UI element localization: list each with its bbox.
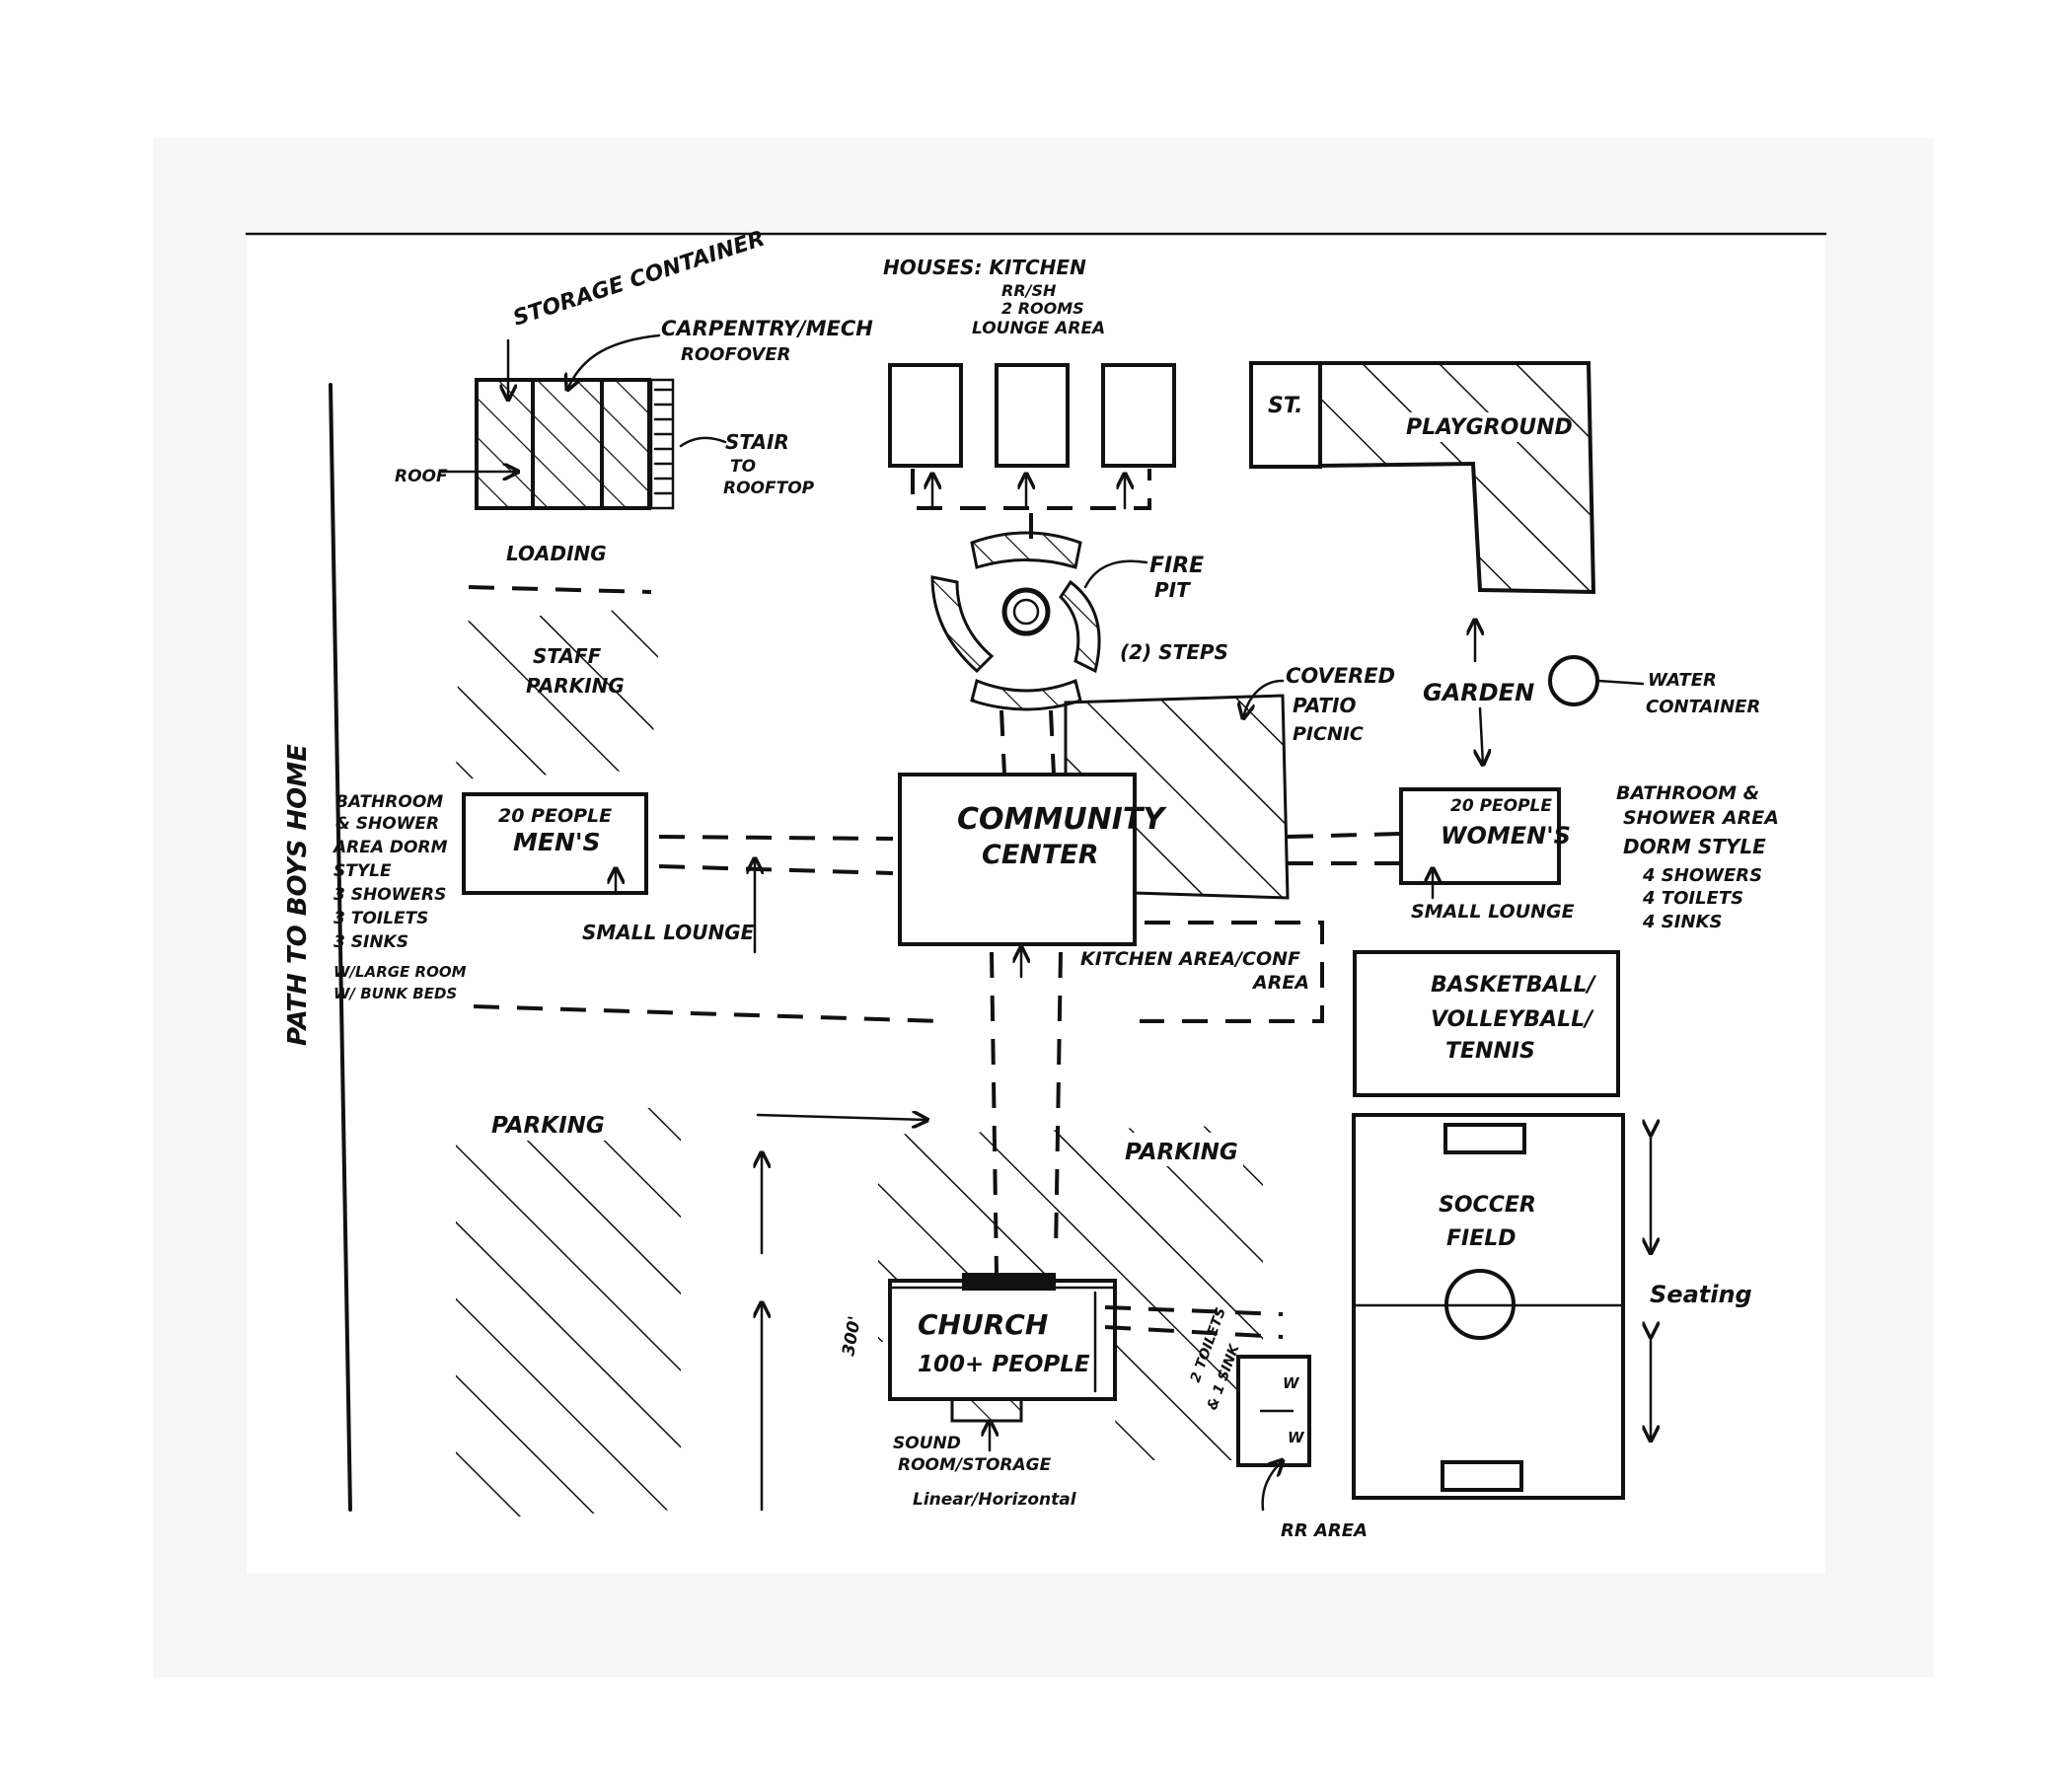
sound-room [950,1397,1023,1423]
patio-label-2: PATIO [1293,694,1356,717]
garden-label: GARDEN [1423,679,1534,706]
small-lounge-left: SMALL LOUNGE [582,921,755,944]
houses-label-2: RR/SH [1001,281,1057,300]
path-line [329,383,352,1512]
linear-label: Linear/Horizontal [913,1490,1077,1510]
kitchen-label-2: AREA [1251,972,1309,994]
small-lounge-right: SMALL LOUNGE [1411,901,1575,923]
mens-note-4: STYLE [333,861,392,881]
mens-note-5: 3 SHOWERS [333,885,446,905]
kitchen-label-1: KITCHEN AREA/CONF [1080,948,1300,970]
staff-parking-label-2: PARKING [526,674,625,698]
courts-label-1: BASKETBALL/ [1431,973,1597,998]
seating-label: Seating [1650,1281,1752,1308]
fire-pit-label-1: FIRE [1149,554,1204,578]
storage-container-label: STORAGE CONTAINER [510,227,768,332]
loading-label: LOADING [506,542,607,565]
fire-pit-label-2: PIT [1154,578,1191,602]
soccer-label-2: FIELD [1446,1226,1517,1251]
st-building [1249,361,1322,469]
path-label: PATH TO BOYS HOME [283,744,313,1046]
house-2 [995,363,1070,468]
courts-label-2: VOLLEYBALL/ [1431,1007,1594,1032]
house-1 [888,363,963,468]
community-center-label-2: CENTER [982,840,1099,870]
main-walkway [473,1004,943,1023]
church-dimension: 300' [839,1314,865,1358]
house-3 [1101,363,1176,468]
womens-note-3: DORM STYLE [1623,835,1766,858]
playground-area [1318,361,1596,595]
mens-note-3: AREA DORM [332,838,448,857]
storage-carpentry-block [475,378,675,510]
mens-note-7: 3 SINKS [333,932,408,952]
goal-top [1443,1123,1526,1154]
mens-note-2: & SHOWER [335,814,439,834]
womens-label: WOMEN'S [1441,822,1571,850]
rr-area-label: RR AREA [1281,1520,1368,1541]
st-label: ST. [1268,394,1302,418]
rr-w-bottom: W [1288,1429,1305,1446]
goal-bottom [1441,1460,1523,1492]
steps-label: (2) STEPS [1120,640,1228,664]
womens-note-5: 4 TOILETS [1642,888,1743,909]
houses-label-3: 2 ROOMS [1001,299,1084,318]
sound-room-label-1: SOUND [893,1434,961,1453]
carpentry-label-1: CARPENTRY/MECH [661,317,873,340]
mens-label: MEN'S [513,828,601,856]
church-label-2: 100+ PEOPLE [918,1352,1090,1377]
carpentry-label-2: ROOFOVER [681,344,791,365]
courts-label-3: TENNIS [1445,1039,1535,1064]
water-container [1548,655,1599,706]
stair-label-3: ROOFTOP [723,479,815,498]
houses-path [911,469,1151,510]
community-center [898,773,1137,946]
patio-label-1: COVERED [1286,664,1395,688]
patio-label-3: PICNIC [1293,723,1364,745]
womens-note-6: 4 SINKS [1642,912,1722,932]
mens-note-8: W/LARGE ROOM [333,963,467,981]
rr-w-top: W [1283,1374,1300,1392]
community-center-label-1: COMMUNITY [957,802,1167,837]
kitchen-area-boundary [1140,921,1324,1023]
mens-note-9: W/ BUNK BEDS [333,985,457,1002]
playground-label: PLAYGROUND [1406,415,1573,440]
mens-note-1: BATHROOM [335,792,443,812]
soccer-label-1: SOCCER [1439,1193,1536,1218]
houses-label-1: HOUSES: KITCHEN [883,256,1086,279]
womens-note-1: BATHROOM & [1616,782,1759,804]
roof-label: ROOF [395,467,448,486]
parking-right-label: PARKING [1125,1140,1238,1165]
courts [1353,950,1620,1097]
stair-label-2: TO [730,457,756,477]
fire-pit [930,531,1101,711]
womens-note-2: SHOWER AREA [1623,807,1779,829]
water-label-2: CONTAINER [1646,697,1760,717]
sound-room-label-2: ROOM/STORAGE [898,1455,1052,1475]
parking-left-label: PARKING [491,1113,605,1139]
church-entrance [962,1273,1056,1291]
stair-label-1: STAIR [725,430,789,454]
womens-capacity: 20 PEOPLE [1450,796,1552,816]
mens-note-6: 3 TOILETS [333,909,428,928]
church-label-1: CHURCH [918,1308,1048,1341]
staff-parking-label-1: STAFF [533,644,602,668]
water-label-1: WATER [1648,670,1717,691]
houses-label-4: LOUNGE AREA [972,319,1105,338]
loading-dashed-line [468,585,652,594]
mens-capacity: 20 PEOPLE [498,805,612,827]
parking-left-area [456,1105,681,1519]
staff-parking-area [456,607,661,779]
womens-note-4: 4 SHOWERS [1642,865,1762,886]
